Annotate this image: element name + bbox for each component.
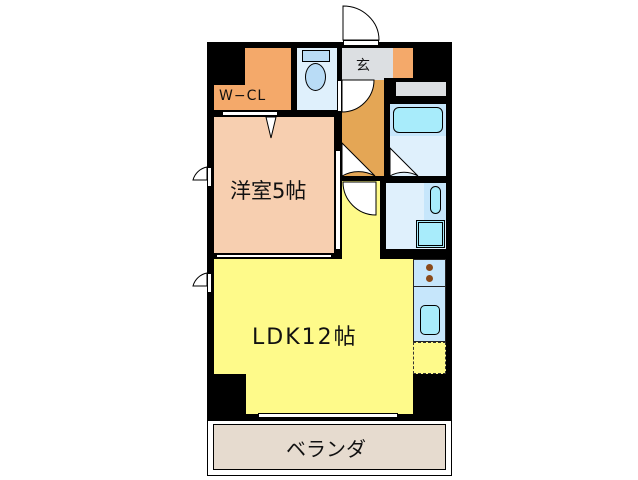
stove-burner-icon [426, 264, 433, 271]
room-veranda [213, 424, 446, 470]
balcony-window[interactable] [258, 413, 398, 418]
wall [337, 42, 342, 117]
wcl-door[interactable] [222, 111, 278, 116]
room-label-ldk: LDK12帖 [252, 325, 358, 350]
genkan-storage [393, 48, 413, 78]
room-label-wcl: W−CL [219, 88, 267, 104]
wall [380, 181, 386, 259]
wcl-notch [214, 48, 245, 85]
fridge-space [413, 342, 446, 374]
bathtub-icon [393, 107, 443, 133]
wall [386, 249, 446, 259]
wall [384, 78, 390, 178]
kitchen-sink-icon [420, 305, 440, 335]
youshitsu-ldk-sliding-door[interactable] [216, 254, 332, 258]
stove-burner-icon [426, 275, 433, 282]
shelf [396, 82, 446, 96]
toilet-tank-icon [302, 50, 330, 62]
room-label-veranda: ベランダ [286, 437, 366, 461]
wall [342, 176, 446, 181]
room-ldk-lower [246, 370, 413, 414]
youshitsu-sliding-door[interactable] [335, 150, 341, 250]
room-youshitsu [214, 117, 334, 253]
wall [214, 110, 342, 117]
wall [291, 42, 297, 117]
kitchen-divider [413, 286, 446, 287]
room-label-genkan: 玄 [356, 58, 370, 74]
wall [390, 96, 446, 104]
sink-icon [430, 186, 441, 214]
washbasin-icon [416, 220, 445, 248]
room-ldk [214, 259, 413, 374]
wall [390, 78, 446, 82]
room-genkan [342, 48, 393, 80]
room-label-youshitsu: 洋室5帖 [230, 179, 307, 203]
toilet-bowl-icon [305, 63, 326, 91]
